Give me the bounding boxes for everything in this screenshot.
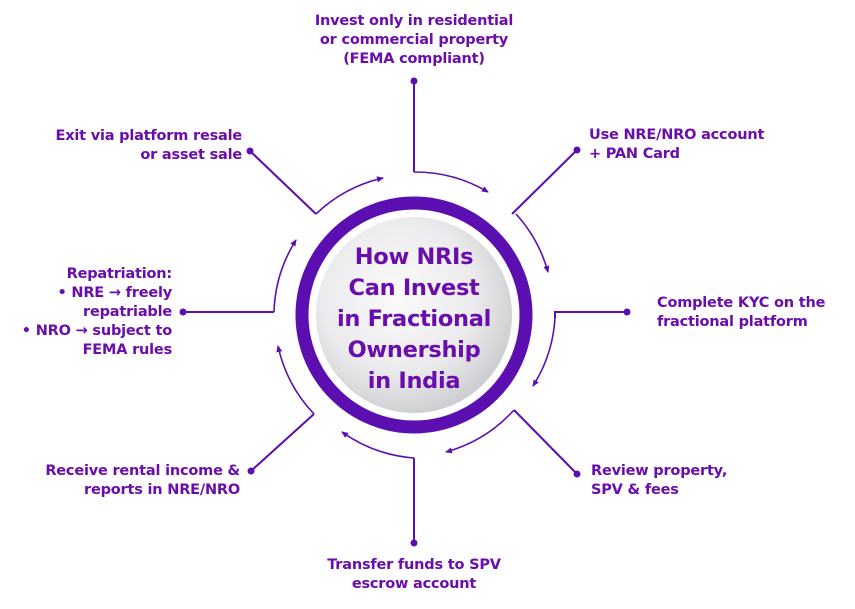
title-line: How NRIs [354, 244, 474, 270]
step-text: Invest only in residential [314, 13, 514, 29]
step-text: or asset sale [140, 147, 242, 163]
step-text: Exit via platform resale [55, 128, 242, 144]
title-line: in India [367, 368, 461, 394]
step-text: fractional platform [657, 314, 808, 330]
title-line: in Fractional [336, 306, 492, 332]
step-text: + PAN Card [589, 146, 680, 162]
step-text: • NRE → freely [57, 285, 172, 301]
step-receive-rental-income: Receive rental income & reports in NRE/N… [45, 462, 240, 500]
step-text: repatriable [83, 304, 172, 320]
cycle-arrows [273, 171, 556, 459]
step-text: or commercial property [319, 32, 509, 48]
step-complete-kyc: Complete KYC on the fractional platform [657, 294, 825, 332]
connector-dots [179, 77, 631, 547]
connector-lines [183, 80, 627, 543]
step-invest-property: Invest only in residential or commercial… [294, 12, 534, 69]
step-text: (FEMA compliant) [343, 51, 485, 67]
step-exit: Exit via platform resale or asset sale [55, 127, 242, 165]
step-text: Complete KYC on the [657, 295, 826, 311]
step-text: FEMA rules [82, 342, 173, 358]
step-repatriation: Repatriation: • NRE → freely repatriable… [22, 265, 172, 360]
step-text: SPV & fees [591, 482, 679, 498]
step-transfer-funds: Transfer funds to SPV escrow account [304, 556, 524, 594]
step-text: Repatriation: [66, 266, 173, 282]
step-text: Review property, [591, 463, 728, 479]
step-nre-nro-account: Use NRE/NRO account + PAN Card [589, 126, 764, 164]
step-text: • NRO → subject to [21, 323, 172, 339]
step-text: Receive rental income & [45, 463, 240, 479]
diagram-title: How NRIs Can Invest in Fractional Owners… [314, 242, 514, 397]
step-text: reports in NRE/NRO [84, 482, 240, 498]
step-text: escrow account [351, 576, 477, 592]
step-text: Transfer funds to SPV [327, 557, 501, 573]
step-review-property: Review property, SPV & fees [591, 462, 727, 500]
step-text: Use NRE/NRO account [589, 127, 765, 143]
title-line: Can Invest [348, 275, 480, 301]
center-circle [295, 196, 533, 434]
title-line: Ownership [347, 337, 481, 363]
